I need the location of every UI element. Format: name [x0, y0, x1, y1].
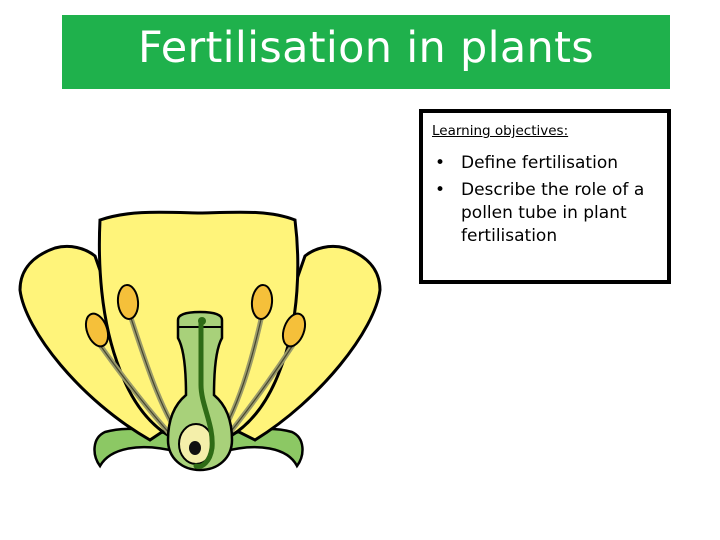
pollen-tube [193, 317, 215, 469]
objective-text: Define fertilisation [461, 153, 619, 173]
objective-list: • Define fertilisation • Describe the ro… [423, 152, 667, 252]
bullet-icon: • [435, 180, 446, 200]
egg-cell-nucleus [189, 441, 201, 455]
objective-text: Describe the role of a pollen tube in pl… [461, 180, 645, 246]
anther [250, 284, 274, 320]
bullet-icon: • [435, 153, 446, 173]
slide-title: Fertilisation in plants [138, 23, 594, 73]
learning-objectives-box: Learning objectives: • Define fertilisat… [419, 109, 671, 284]
anther [84, 312, 110, 348]
objective-item: • Define fertilisation [423, 152, 667, 175]
flower-cross-section-illustration [18, 210, 382, 472]
title-banner: Fertilisation in plants [62, 15, 670, 89]
anther [281, 312, 307, 348]
objectives-heading: Learning objectives: [432, 123, 569, 139]
anther [116, 284, 140, 320]
objective-item: • Describe the role of a pollen tube in … [423, 179, 667, 248]
pollen-grain [198, 317, 206, 325]
